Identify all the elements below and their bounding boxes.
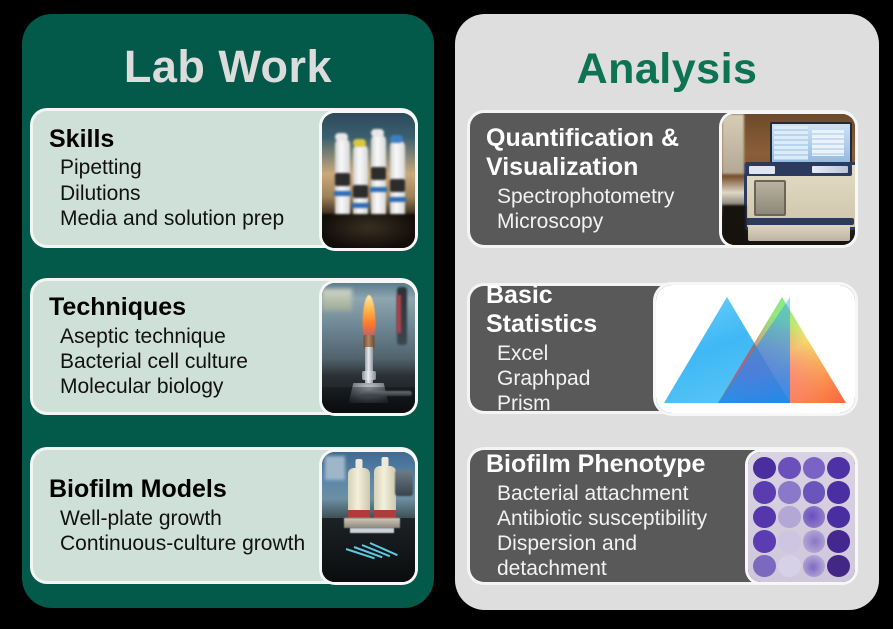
plate-well [777,457,801,480]
card-biofilm-models-item-1: Continuous-culture growth [60,531,306,555]
plate-well [753,530,776,553]
plate-well [827,530,850,553]
card-techniques-item-1: Bacterial cell culture [60,350,248,374]
card-biofilm-models-item-0: Well-plate growth [60,506,222,530]
card-skills-title: Skills [49,124,115,153]
card-basic-statistics-item-0: Excel [497,341,549,365]
plate-well [802,457,826,480]
plate-well [777,530,801,553]
card-techniques-item-2: Molecular biology [60,375,224,399]
card-biofilm-phenotype-item-0: Bacterial attachment [497,481,689,505]
card-quantification-visualization-item-0: Spectrophotometry [497,184,675,208]
plate-well [802,530,826,553]
card-techniques-body: Techniques Aseptic technique Bacterial c… [49,281,320,412]
card-skills-item-1: Dilutions [60,181,141,205]
card-skills-item-0: Pipetting [60,156,142,180]
card-skills-item-2: Media and solution prep [60,206,285,230]
card-biofilm-phenotype-item-2: Dispersion and detachment [497,532,638,581]
microplate-crystal-violet-photo [748,452,855,582]
card-techniques-item-0: Aseptic technique [60,324,226,348]
plate-well [802,554,826,577]
card-biofilm-phenotype-item-1: Antibiotic susceptibility [497,507,708,531]
plate-well [827,481,850,504]
card-biofilm-models-body: Biofilm Models Well-plate growth Continu… [49,450,320,581]
card-biofilm-phenotype-body: Biofilm Phenotype Bacterial attachment A… [486,450,743,582]
card-basic-statistics-item-1: Graphpad Prism [497,366,591,416]
plate-well [777,505,801,529]
card-quantification-visualization-body: Quantification & Visualization Spectroph… [486,113,733,245]
card-skills-body: Skills Pipetting Dilutions Media and sol… [49,111,320,245]
plate-well [753,554,776,577]
plate-well [827,505,850,529]
plate-well [802,481,826,504]
plate-well [777,554,801,577]
bunsen-burner-photo [322,283,415,413]
plate-well [802,505,826,529]
plate-well [753,457,776,480]
plate-well [753,505,776,529]
graphpad-prism-logo [656,285,855,413]
plate-well [827,554,850,577]
card-biofilm-models-title: Biofilm Models [49,475,227,504]
card-basic-statistics-title: Basic Statistics [486,280,598,339]
panel-title-analysis: Analysis [576,45,758,93]
continuous-culture-photo [322,452,415,582]
pipettes-photo [322,113,415,248]
card-quantification-visualization-title: Quantification & Visualization [486,123,680,182]
plate-well [827,457,850,480]
spectrophotometer-photo [722,114,855,245]
card-biofilm-phenotype-title: Biofilm Phenotype [486,450,706,479]
plate-well [753,481,776,504]
panel-title-lab-work: Lab Work [123,41,333,92]
plate-well [777,481,801,504]
card-quantification-visualization-item-1: Microscopy [497,210,604,233]
card-basic-statistics-body: Basic Statistics Excel Graphpad Prism [486,281,640,415]
card-techniques-title: Techniques [49,293,187,322]
